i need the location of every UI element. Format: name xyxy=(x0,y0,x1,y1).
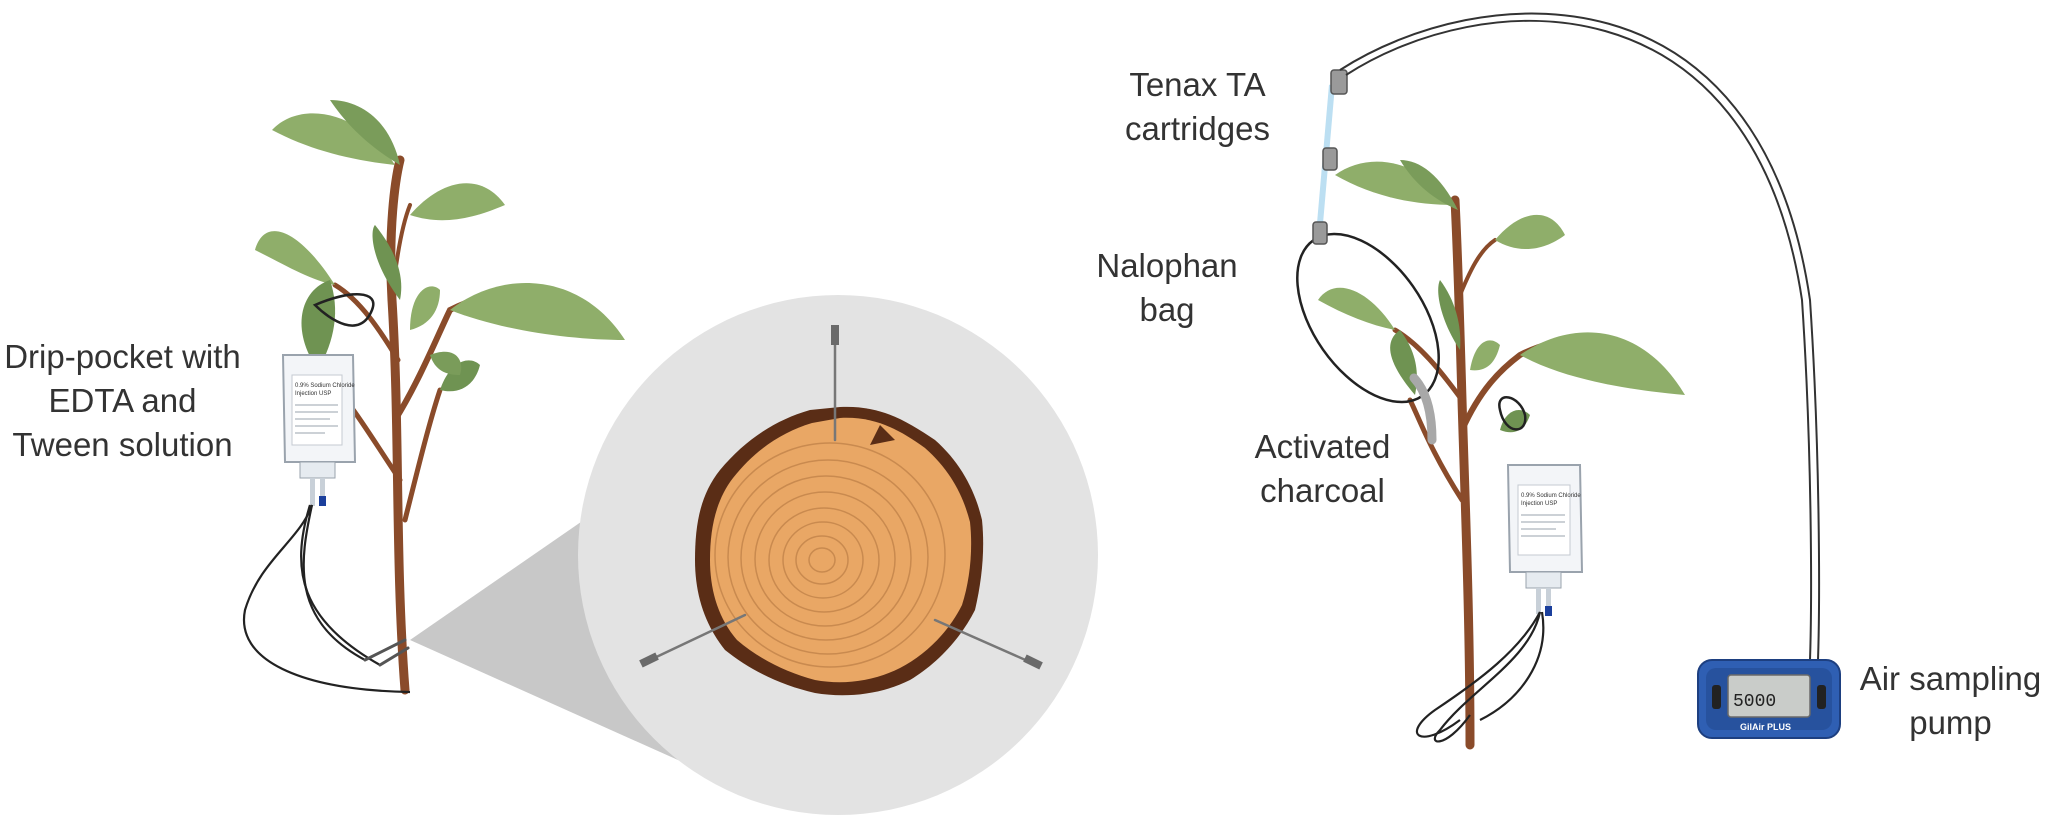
pump-line-2: pump xyxy=(1909,704,1992,741)
right-plant-icon xyxy=(1318,160,1685,750)
needle-icon xyxy=(363,638,410,667)
needle-hub-icons xyxy=(639,325,1043,670)
bag-label-line1: 0.9% Sodium Chloride xyxy=(295,383,355,389)
pump-display-reading: 5000 xyxy=(1733,692,1776,712)
bag-label-line2-right: Injection USP xyxy=(1521,501,1557,507)
left-plant-icon xyxy=(255,100,625,695)
pump-line-1: Air sampling xyxy=(1859,660,2042,697)
label-nalophan: Nalophan bag xyxy=(1092,244,1242,332)
charcoal-line-2: charcoal xyxy=(1260,472,1385,509)
iv-drip-bag-icon: 0.9% Sodium Chloride Injection USP xyxy=(281,354,357,506)
label-tenax: Tenax TA cartridges xyxy=(1105,63,1290,151)
label-pump: Air sampling pump xyxy=(1848,657,2053,745)
label-charcoal: Activated charcoal xyxy=(1240,425,1405,513)
bag-label-line2: Injection USP xyxy=(295,391,331,397)
drip-pocket-line-1: Drip-pocket with xyxy=(4,338,241,375)
tenax-line-1: Tenax TA xyxy=(1129,66,1266,103)
charcoal-line-1: Activated xyxy=(1254,428,1391,465)
label-drip-pocket: Drip-pocket with EDTA and Tween solution xyxy=(0,335,245,467)
air-sampling-pump-icon: 5000 GilAir PLUS xyxy=(1697,659,1841,739)
nalophan-line-1: Nalophan xyxy=(1096,247,1238,284)
nalophan-line-2: bag xyxy=(1139,291,1195,328)
drip-pocket-line-2: EDTA and xyxy=(48,382,197,419)
bag-label-line1-right: 0.9% Sodium Chloride xyxy=(1521,493,1581,499)
tenax-line-2: cartridges xyxy=(1125,110,1270,147)
activated-charcoal-icon xyxy=(1409,373,1437,445)
pump-brand: GilAir PLUS xyxy=(1740,722,1791,732)
leaves xyxy=(255,100,625,392)
tenax-cartridge-icon xyxy=(1312,69,1348,245)
iv-drip-bag-icon-right: 0.9% Sodium Chloride Injection USP xyxy=(1506,464,1584,616)
tree-cross-section-icon xyxy=(695,406,984,696)
drip-pocket-line-3: Tween solution xyxy=(12,426,233,463)
